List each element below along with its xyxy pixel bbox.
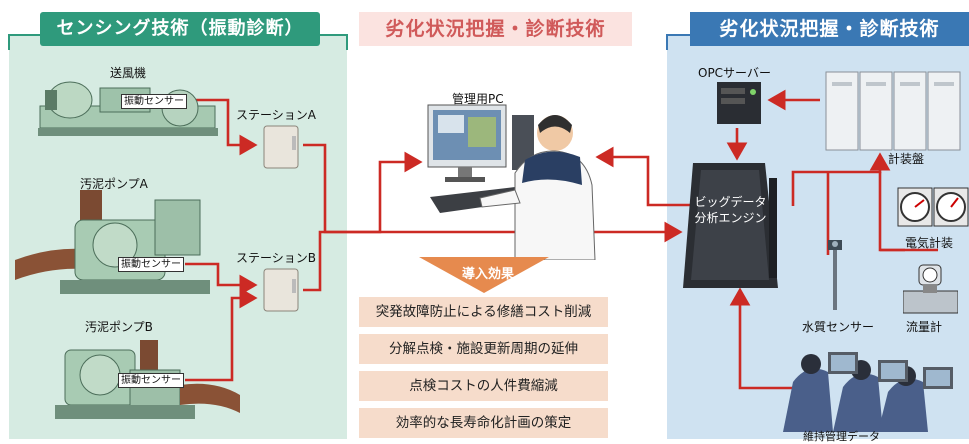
electric-meter-icon (897, 187, 969, 227)
management-pc-label: 管理用PC (452, 92, 504, 106)
arrow-pump-a-to-station-b (185, 262, 258, 296)
pump-a-vibration-sensor-label: 振動センサー (118, 257, 184, 272)
arrow-pump-b-to-station-b (185, 287, 258, 382)
station-a-box-icon (263, 125, 299, 169)
right-panel-header: 劣化状況把握・診断技術 (690, 12, 969, 46)
effects-title-arrow (419, 257, 549, 293)
fan-label: 送風機 (110, 66, 147, 80)
pump-b-vibration-sensor-label: 振動センサー (118, 373, 184, 388)
flow-meter-label: 流量計 (906, 320, 943, 334)
fan-machine-icon (38, 81, 218, 136)
effect-item-2: 分解点検・施設更新周期の延伸 (359, 334, 608, 364)
effect-item-1: 突発故障防止による修繕コスト削減 (359, 297, 608, 327)
maintenance-data-label: 維持管理データ (803, 430, 880, 443)
electric-meter-label: 電気計装 (905, 236, 954, 250)
maintenance-staff-icon (783, 352, 953, 432)
opc-server-icon (717, 82, 761, 124)
instrument-panel-icon (825, 71, 961, 151)
big-data-engine-icon (683, 163, 778, 288)
arrow-maintenance-to-engine (729, 287, 800, 390)
effect-item-3: 点検コストの人件費縮減 (359, 371, 608, 401)
big-data-engine-label-line1: ビッグデータ (694, 195, 767, 209)
left-panel-header: センシング技術（振動診断） (40, 12, 320, 46)
arrow-fan-to-station-a (195, 98, 258, 156)
water-quality-sensor-icon (828, 240, 842, 310)
pump-a-machine-icon (15, 190, 210, 294)
arrow-sensors-to-panel (791, 152, 891, 206)
center-panel-header: 劣化状況把握・診断技術 (359, 12, 632, 46)
water-quality-sensor-label: 水質センサー (802, 320, 875, 334)
arrow-station-a-to-pc (303, 143, 423, 234)
flow-meter-icon (903, 264, 958, 314)
big-data-engine-label-line2: 分析エンジン (694, 211, 767, 225)
effects-title: 導入効果 (462, 267, 515, 282)
pump-a-label: 汚泥ポンプA (80, 177, 148, 191)
management-pc-operator-icon (427, 104, 596, 260)
arrow-engine-to-pc (595, 146, 690, 207)
station-b-label: ステーションB (236, 251, 316, 265)
arrow-station-b-to-engine (303, 221, 683, 292)
station-b-box-icon (263, 268, 299, 312)
opc-server-label: OPCサーバー (698, 66, 771, 80)
station-a-label: ステーションA (236, 108, 316, 122)
effect-item-4: 効率的な長寿命化計画の策定 (359, 408, 608, 438)
pump-b-label: 汚泥ポンプB (85, 320, 153, 334)
fan-vibration-sensor-label: 振動センサー (121, 94, 187, 109)
instrument-panel-label: 計装盤 (888, 152, 925, 166)
